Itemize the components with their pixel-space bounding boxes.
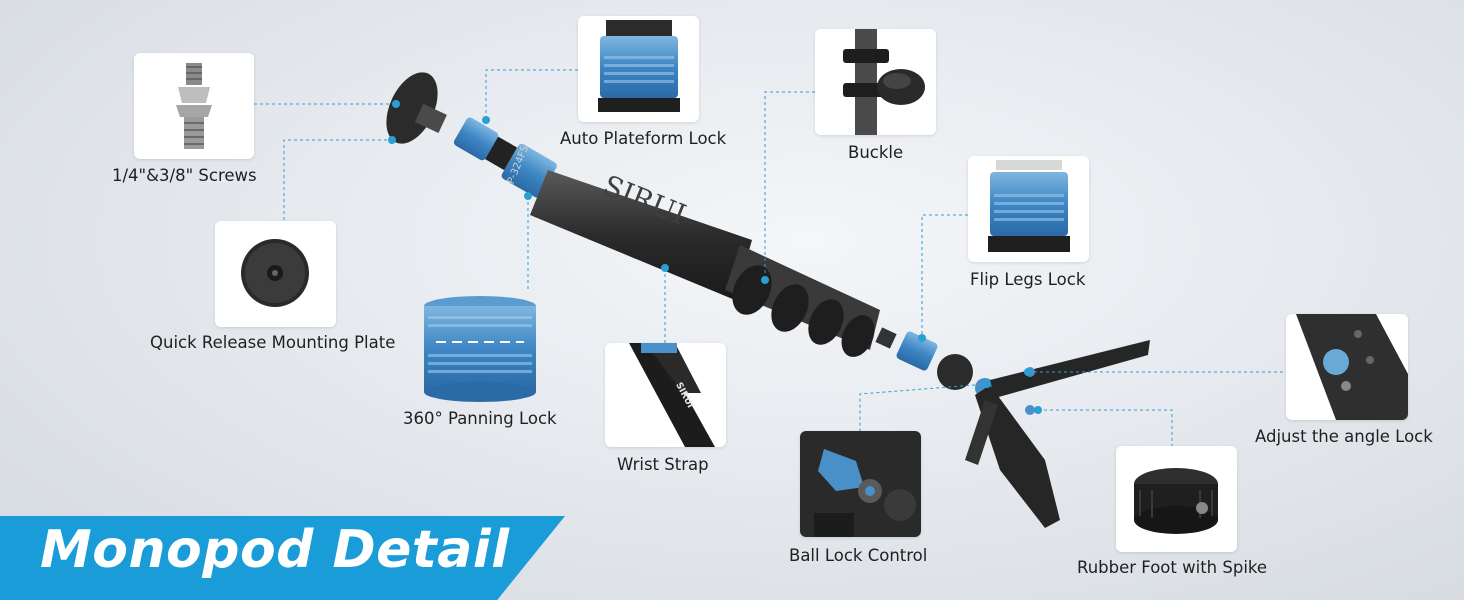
angle-lock-icon bbox=[1296, 314, 1408, 420]
flip-legs-lock-label: Flip Legs Lock bbox=[970, 270, 1086, 289]
ball-lock-control-thumbnail bbox=[800, 431, 921, 537]
panning-lock-label: 360° Panning Lock bbox=[403, 409, 557, 428]
platform-lock-icon bbox=[598, 20, 680, 112]
adjust-angle-lock-label: Adjust the angle Lock bbox=[1255, 427, 1433, 446]
quick-release-plate-label: Quick Release Mounting Plate bbox=[150, 333, 396, 352]
upper-locks bbox=[453, 117, 557, 198]
flip-lock-icon bbox=[988, 160, 1070, 252]
lower-lock bbox=[896, 331, 995, 398]
buckle-icon bbox=[843, 29, 925, 135]
quick-release-plate-thumbnail bbox=[215, 221, 336, 327]
adjust-angle-lock-thumbnail bbox=[1286, 314, 1408, 420]
title-banner bbox=[0, 516, 565, 600]
panning-lock-thumbnail bbox=[410, 292, 550, 404]
rubber-foot-label: Rubber Foot with Spike bbox=[1077, 558, 1268, 577]
banner-title: Monopod Detail bbox=[40, 520, 510, 580]
auto-platform-lock-label: Auto Plateform Lock bbox=[560, 129, 727, 148]
flip-legs-lock-thumbnail bbox=[968, 156, 1089, 262]
rubber-foot-icon bbox=[1134, 468, 1218, 534]
ball-lock-icon bbox=[800, 431, 921, 537]
wrist-strap-label: Wrist Strap bbox=[617, 455, 709, 474]
screws-thumbnail bbox=[134, 53, 254, 159]
tripod-legs bbox=[965, 340, 1150, 528]
mounting-plate-icon bbox=[241, 239, 309, 307]
wrist-strap-thumbnail: SIRUI bbox=[605, 343, 726, 447]
strap-icon: SIRUI bbox=[629, 343, 715, 447]
top-plate bbox=[386, 72, 447, 144]
buckle-thumbnail bbox=[815, 29, 936, 135]
panning-lock-icon bbox=[424, 296, 536, 402]
buckle-label: Buckle bbox=[848, 143, 904, 162]
auto-platform-lock-thumbnail bbox=[578, 16, 699, 122]
screws-label: 1/4"&3/8" Screws bbox=[112, 166, 257, 185]
lower-tube bbox=[725, 245, 897, 357]
screw-icon bbox=[176, 63, 212, 149]
rubber-foot-thumbnail bbox=[1116, 446, 1237, 552]
ball-lock-control-label: Ball Lock Control bbox=[789, 546, 928, 565]
